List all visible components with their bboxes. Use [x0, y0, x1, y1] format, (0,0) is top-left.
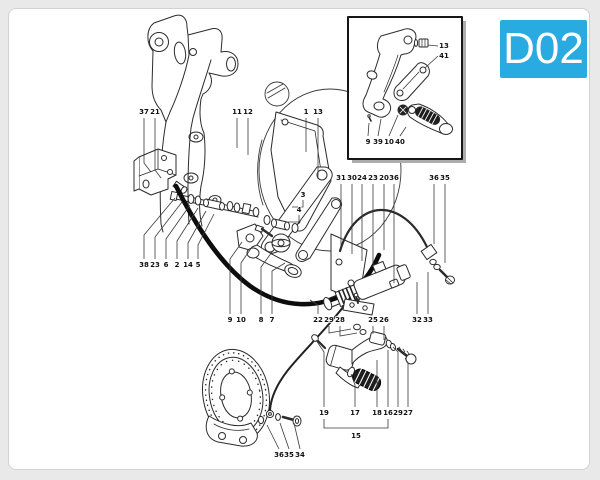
callout-label-10: 10 [236, 316, 246, 324]
callout-label-2: 2 [175, 261, 180, 269]
callout-label-13: 13 [439, 42, 449, 50]
callout-leader-8 [260, 251, 273, 314]
callout-label-30: 30 [347, 174, 357, 182]
callout-label-23: 23 [150, 261, 160, 269]
brake-disc-drawing [202, 348, 270, 442]
callout-leader-4 [288, 215, 300, 223]
callout-label-41: 41 [439, 52, 449, 60]
callout-label-20: 20 [379, 174, 389, 182]
callout-leader-22 [309, 299, 319, 314]
callout-leader-27 [404, 357, 409, 407]
callout-label-38: 38 [139, 261, 149, 269]
callout-label-23: 23 [368, 174, 378, 182]
callout-leader-23 [154, 201, 183, 259]
axle-rod-assembly-drawing [169, 190, 299, 233]
master-cylinder-drawing [323, 208, 455, 311]
callout-leader-21 [154, 118, 162, 179]
callout-label-15: 15 [351, 432, 361, 440]
caliper-bracket-drawing [205, 415, 258, 447]
callout-label-21: 21 [150, 108, 160, 116]
callout-label-18: 18 [372, 409, 382, 417]
callout-label-37: 37 [139, 108, 149, 116]
callout-label-32: 32 [412, 316, 422, 324]
inset-footrest-drawing [362, 28, 453, 135]
callout-leader-5 [197, 213, 215, 259]
callout-leader-3 [292, 200, 304, 208]
callout-label-12: 12 [243, 108, 253, 116]
callout-leader-13 [427, 44, 439, 47]
callout-leader-40 [399, 126, 407, 137]
callout-label-3: 3 [301, 191, 306, 199]
callout-label-28: 28 [335, 316, 345, 324]
callout-label-11: 11 [232, 108, 242, 116]
callout-label-39: 39 [373, 138, 383, 146]
callout-label-40: 40 [395, 138, 405, 146]
diagram-code-badge: D02 [500, 20, 587, 78]
callout-leader-9 [229, 241, 243, 314]
callout-label-36: 36 [389, 174, 399, 182]
brake-pedal-drawing [236, 223, 302, 278]
callout-leader-35 [279, 422, 290, 450]
callout-label-4: 4 [297, 206, 302, 214]
callout-label-33: 33 [423, 316, 433, 324]
callout-leader-2 [176, 207, 199, 259]
callout-label-14: 14 [183, 261, 193, 269]
gear-lever-drawing [311, 292, 417, 392]
callout-leader-14 [187, 210, 207, 259]
footrest-hanger-drawing [260, 166, 342, 262]
callout-leader-10 [388, 114, 399, 137]
callout-label-29: 29 [324, 316, 334, 324]
callout-label-29: 29 [393, 409, 403, 417]
callout-leader-15 [323, 419, 389, 429]
callout-label-36: 36 [274, 451, 284, 459]
callout-label-36: 36 [429, 174, 439, 182]
callout-label-31: 31 [336, 174, 346, 182]
callout-leader-7 [271, 262, 286, 314]
callout-leader-6 [165, 204, 191, 259]
callout-label-17: 17 [350, 409, 360, 417]
callout-label-13: 13 [313, 108, 323, 116]
callout-label-16: 16 [383, 409, 393, 417]
cable-anchor-hardware-drawing [257, 409, 302, 427]
callout-leader-38 [143, 197, 176, 259]
callout-leader-41 [424, 55, 439, 69]
switch-bracket-drawing [133, 148, 188, 196]
diagram-code-label: D02 [503, 24, 584, 73]
callout-leader-9 [367, 122, 370, 137]
callout-leader-17 [350, 373, 356, 407]
callout-label-34: 34 [295, 451, 305, 459]
callout-label-10: 10 [384, 138, 394, 146]
page-panel [8, 8, 590, 470]
callout-leader-19 [315, 339, 325, 407]
callout-label-19: 19 [319, 409, 329, 417]
callout-label-25: 25 [368, 316, 378, 324]
callout-leader-10 [240, 246, 253, 314]
callout-leader-29 [392, 346, 399, 407]
callout-leader-34 [293, 422, 301, 450]
callout-label-9: 9 [228, 316, 233, 324]
callout-label-24: 24 [357, 174, 367, 182]
callout-leader-37 [143, 118, 152, 173]
callout-label-27: 27 [403, 409, 413, 417]
callout-leader-28 [339, 326, 358, 337]
callout-label-6: 6 [164, 261, 169, 269]
callout-label-1: 1 [304, 108, 309, 116]
callout-label-26: 26 [379, 316, 389, 324]
brake-line-drawing [269, 297, 351, 411]
engine-cover-drawing [257, 81, 402, 252]
callout-label-5: 5 [196, 261, 201, 269]
callout-label-22: 22 [313, 316, 323, 324]
callout-label-7: 7 [270, 316, 275, 324]
callout-leader-36 [266, 424, 280, 450]
callout-label-35: 35 [284, 451, 294, 459]
callout-leader-29 [328, 326, 352, 334]
callout-label-35: 35 [440, 174, 450, 182]
callout-leader-layer [143, 44, 446, 450]
callout-label-8: 8 [259, 316, 264, 324]
callout-leader-39 [377, 118, 382, 137]
callout-label-9: 9 [366, 138, 371, 146]
